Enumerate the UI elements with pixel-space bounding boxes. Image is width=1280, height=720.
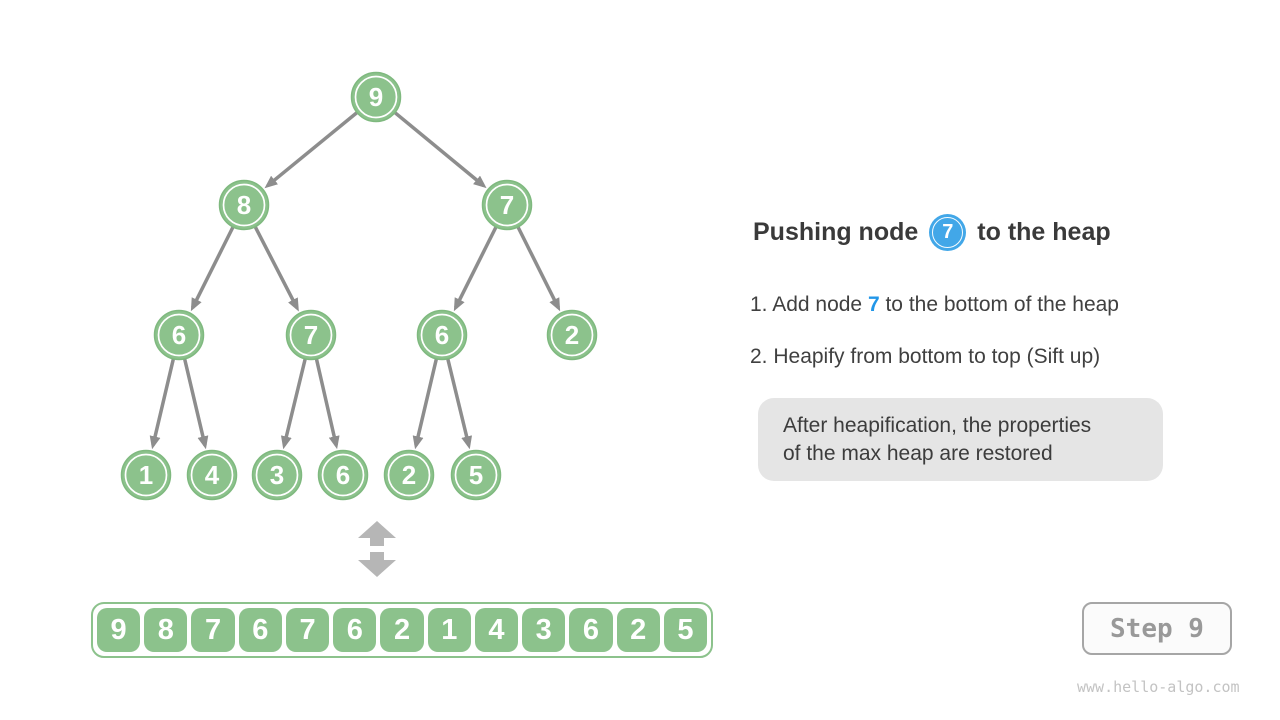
list-item-1-text: 1. Add node	[750, 293, 868, 316]
tree-node: 3	[251, 449, 303, 501]
array-cell: 7	[191, 608, 235, 652]
tree-edge	[252, 224, 299, 312]
tree-edge	[515, 224, 561, 312]
array-cell: 4	[474, 608, 519, 652]
list-item-2-text: 2. Heapify from bottom to top (Sift up)	[750, 345, 1101, 368]
array-cell: 6	[333, 608, 377, 652]
tree-edge	[264, 109, 360, 189]
tree-edge	[392, 109, 487, 189]
tree-node: 7	[285, 309, 337, 361]
tree-node: 6	[317, 449, 369, 501]
tree-edge	[149, 356, 176, 450]
heap-tree-diagram: 9 8 7 6 7 6 2 1 4 3 6 2 5	[120, 71, 598, 501]
array-cell: 6	[238, 608, 282, 652]
note-box: After heapification, the properties of t…	[758, 398, 1163, 481]
tree-node-value: 2	[402, 460, 416, 490]
tree-node-value: 8	[237, 190, 251, 220]
swap-arrow-icon	[358, 521, 396, 577]
watermark: www.hello-algo.com	[1077, 678, 1240, 696]
step-button[interactable]: Step 9	[1082, 602, 1232, 655]
note-line: After heapification, the properties	[783, 414, 1092, 437]
array-cell: 3	[522, 608, 566, 652]
tree-node-value: 7	[500, 190, 514, 220]
node-badge: 7	[929, 213, 967, 251]
tree-node: 9	[350, 71, 402, 123]
step-button-label: Step 9	[1110, 613, 1204, 644]
tree-node-value: 5	[469, 460, 483, 490]
tree-node: 1	[120, 449, 172, 501]
tree-node-value: 4	[205, 460, 220, 490]
list-item-2: 2. Heapify from bottom to top (Sift up)	[750, 344, 1100, 370]
tree-edge	[453, 224, 499, 312]
page-title: Pushing node 7 to the heap	[753, 212, 1111, 252]
tree-edge	[314, 356, 340, 450]
note-line: of the max heap are restored	[783, 442, 1053, 465]
tree-node-value: 2	[565, 320, 579, 350]
list-item-1: 1. Add node 7 to the bottom of the heap	[750, 292, 1119, 318]
tree-node-value: 1	[139, 460, 153, 490]
array-cell: 8	[144, 608, 188, 652]
array-cell: 2	[616, 608, 660, 652]
tree-edge	[190, 224, 236, 312]
array-cell: 5	[663, 608, 708, 652]
tree-node-value: 9	[369, 82, 383, 112]
tree-node-value: 6	[435, 320, 449, 350]
tree-node: 6	[153, 309, 205, 361]
list-item-1-suffix: to the bottom of the heap	[879, 293, 1119, 316]
tree-edge	[445, 356, 473, 450]
tree-node: 6	[416, 309, 468, 361]
tree-node: 2	[546, 309, 598, 361]
tree-node: 7	[481, 179, 533, 231]
tree-node-value: 7	[304, 320, 318, 350]
array-cell: 7	[285, 608, 330, 652]
node-badge-value: 7	[942, 220, 954, 243]
tree-node: 2	[383, 449, 435, 501]
tree-node-value: 6	[172, 320, 186, 350]
tree-edge	[412, 356, 439, 450]
tree-node-value: 3	[270, 460, 284, 490]
tree-node: 4	[186, 449, 238, 501]
tree-node: 8	[218, 179, 270, 231]
tree-node: 5	[450, 449, 502, 501]
title-prefix: Pushing node	[753, 217, 919, 246]
array-cell: 2	[380, 608, 424, 652]
array-cell: 9	[97, 608, 141, 652]
title-suffix: to the heap	[977, 217, 1111, 246]
array-cell: 6	[569, 608, 613, 652]
tree-node-value: 6	[336, 460, 350, 490]
list-item-1-highlight: 7	[867, 293, 880, 316]
tree-edge	[182, 356, 209, 450]
tree-edge	[280, 356, 308, 450]
array-cell: 1	[427, 608, 471, 652]
